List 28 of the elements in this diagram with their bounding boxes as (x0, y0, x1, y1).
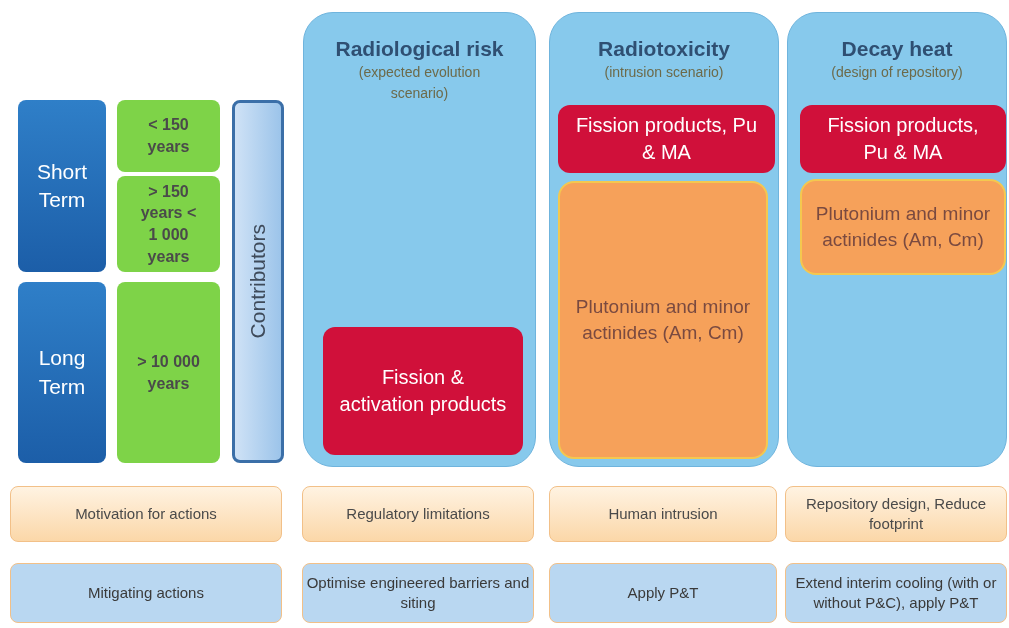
panel-heading: Radiological risk (335, 36, 504, 62)
contributor-box: Plutonium and minor actinides (Am, Cm) (800, 179, 1006, 275)
category-panel (787, 12, 1007, 467)
contributor-box: Fission products, Pu & MA (800, 105, 1006, 173)
contributors-bar: Contributors (232, 100, 284, 463)
panel-subheading: (expected evolution scenario) (357, 63, 482, 103)
period-box: > 10 000 years (117, 282, 220, 463)
category-panel (303, 12, 536, 467)
action-box: Optimise engineered barriers and siting (302, 563, 534, 623)
motivation-box: Repository design, Reduce footprint (785, 486, 1007, 542)
panel-subheading: (intrusion scenario) (603, 63, 725, 83)
panel-subheading: (design of repository) (830, 63, 964, 83)
contributor-box: Fission & activation products (323, 327, 523, 455)
motivation-box: Human intrusion (549, 486, 777, 542)
contributor-box: Plutonium and minor actinides (Am, Cm) (558, 181, 768, 459)
panel-heading: Radiotoxicity (598, 36, 730, 62)
period-box: > 150 years < 1 000 years (117, 176, 220, 272)
action-box: Mitigating actions (10, 563, 282, 623)
action-box: Apply P&T (549, 563, 777, 623)
contributor-box: Fission products, Pu & MA (558, 105, 775, 173)
period-box: < 150 years (117, 100, 220, 172)
motivation-box: Regulatory limitations (302, 486, 534, 542)
motivation-box: Motivation for actions (10, 486, 282, 542)
term-box: Short Term (18, 100, 106, 272)
category-panel (549, 12, 779, 467)
panel-heading: Decay heat (841, 36, 953, 62)
action-box: Extend interim cooling (with or without P&C), apply P&T (785, 563, 1007, 623)
term-box: Long Term (18, 282, 106, 463)
